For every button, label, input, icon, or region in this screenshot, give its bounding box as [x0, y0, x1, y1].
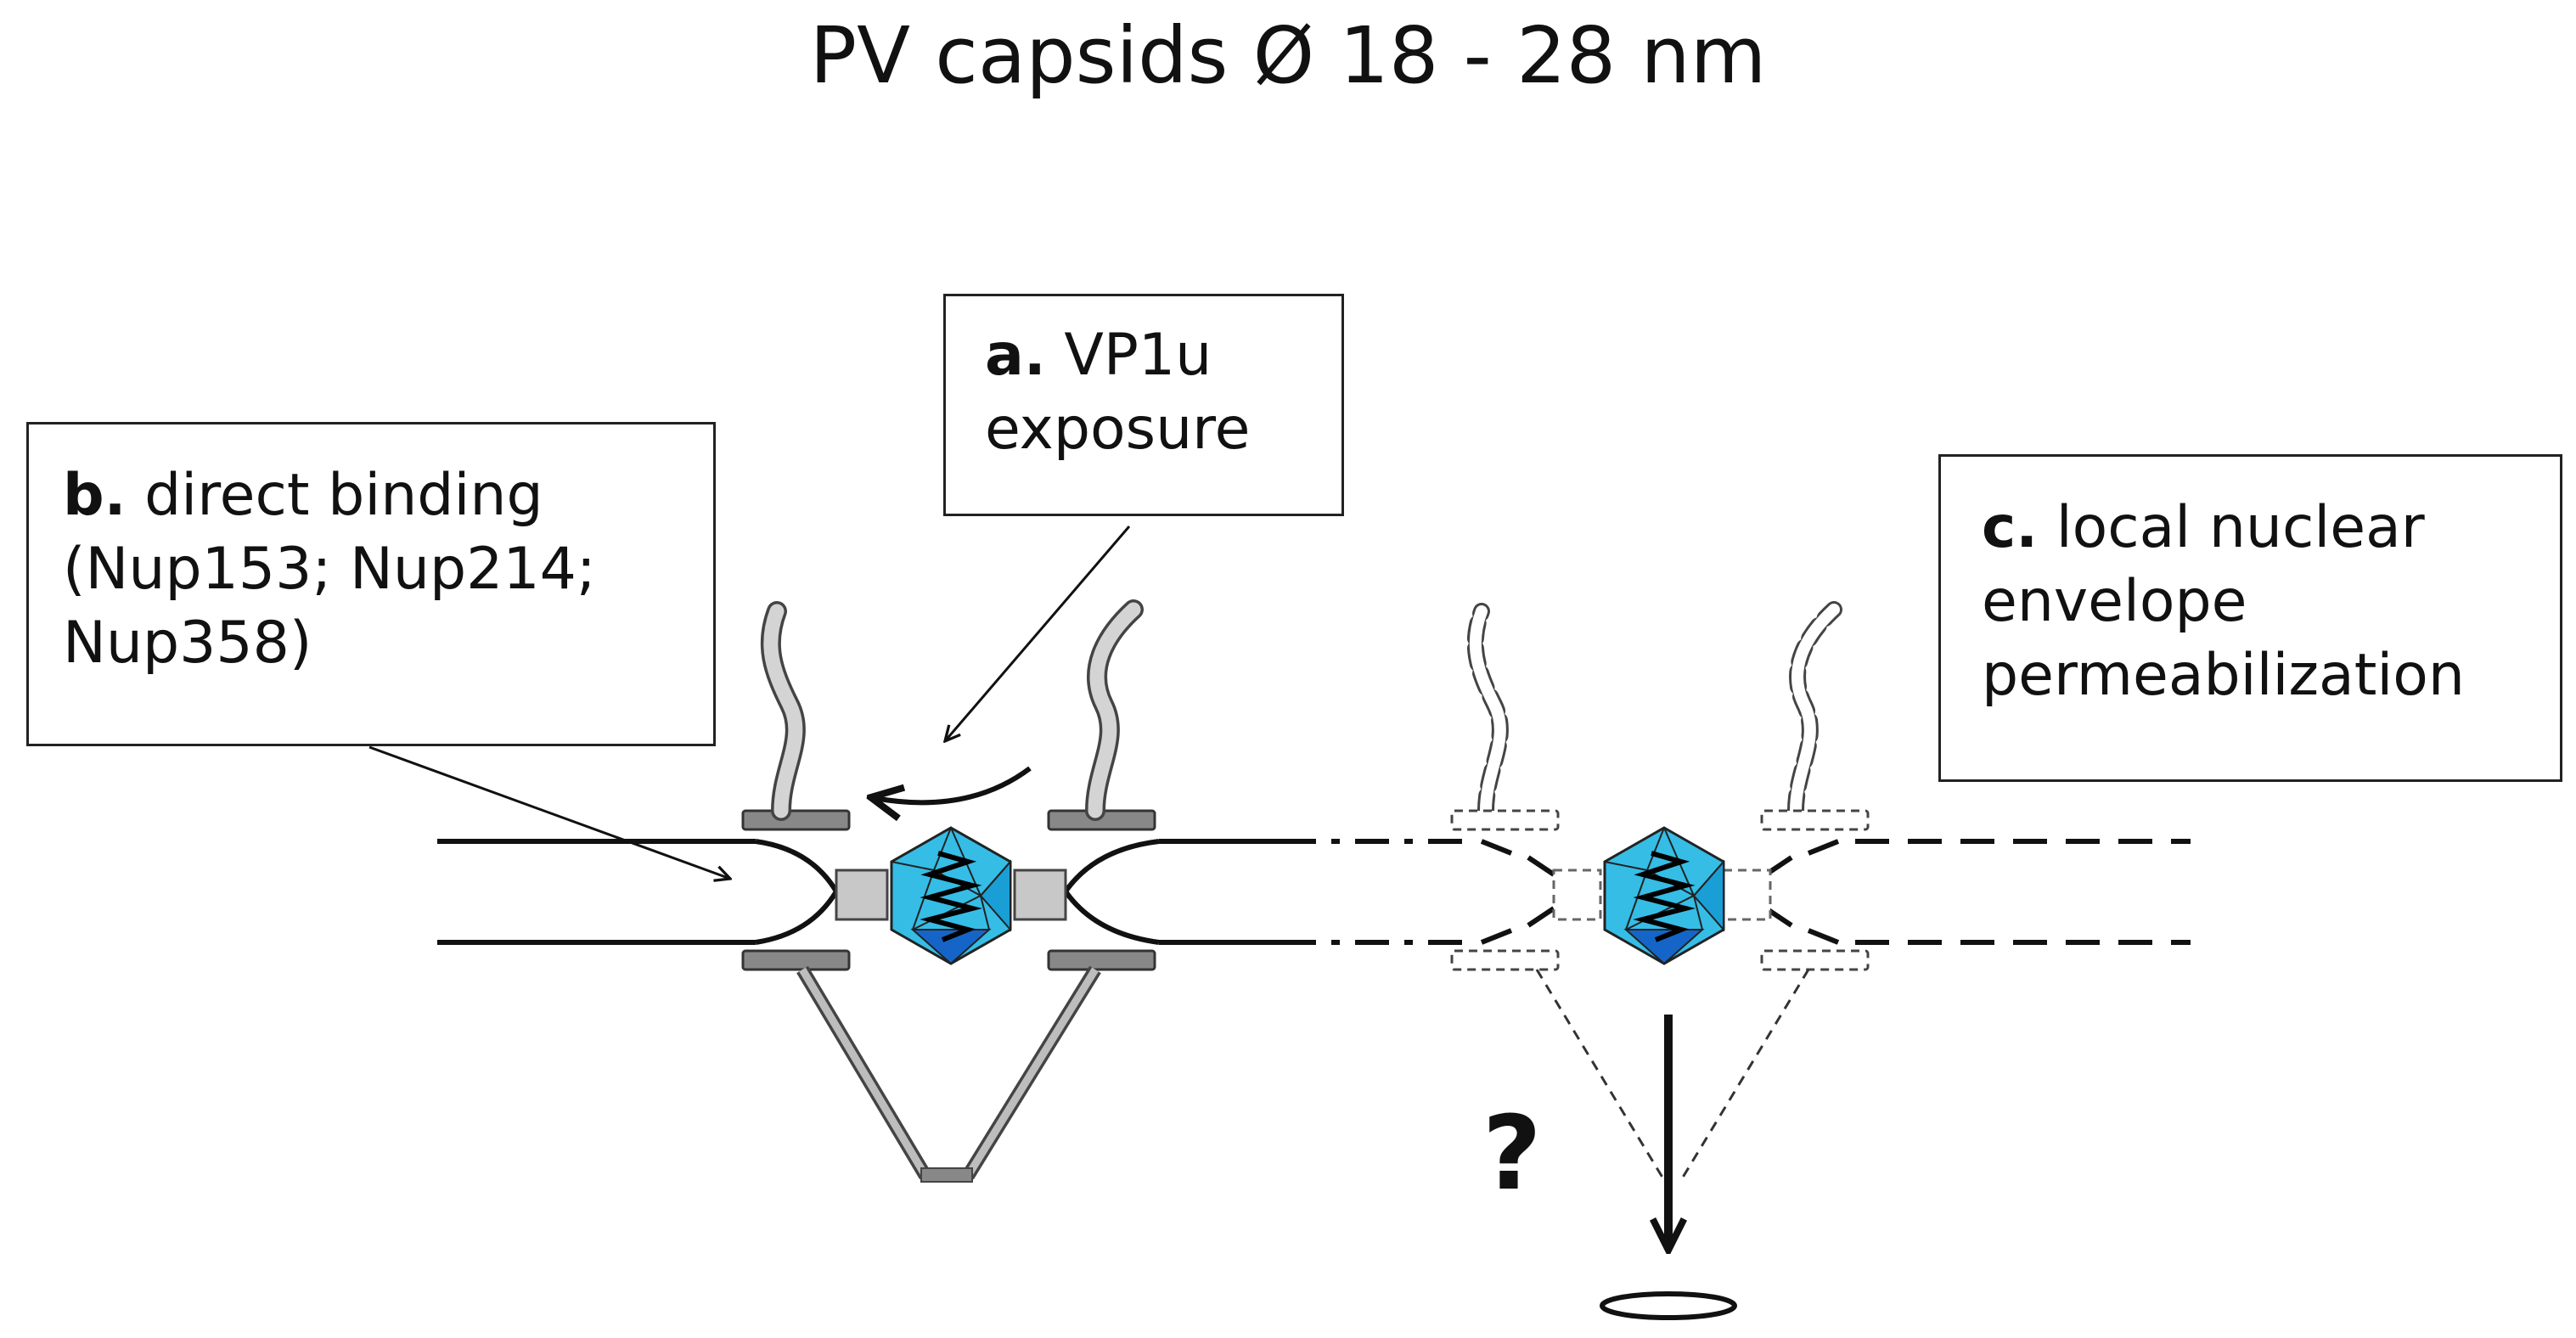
cyto-ring-left — [741, 809, 851, 831]
label-b-line3: Nup358) — [63, 610, 312, 677]
capsid-right — [1603, 826, 1725, 965]
label-c-line1: c. local nuclear — [1982, 491, 2560, 565]
central-channel-left — [835, 869, 889, 921]
nuclear-pore-complex-intact — [437, 599, 1282, 1183]
capsid-left-genome — [920, 851, 982, 942]
label-box-b: b. direct binding (Nup153; Nup214; Nup35… — [26, 422, 716, 746]
label-b-text1: direct binding — [126, 462, 543, 529]
basket-ring — [920, 1167, 973, 1183]
arrow-a — [945, 526, 1131, 741]
nuclear-ring-left — [741, 949, 851, 971]
basket-strand-left-fill — [799, 967, 929, 1178]
membrane-transition — [1282, 839, 1465, 945]
nuclear-ring-right — [1047, 949, 1156, 971]
label-b-line1: b. direct binding — [63, 458, 713, 532]
nuclear-target-ellipse — [1600, 1291, 1737, 1320]
capsid-left — [890, 826, 1012, 965]
label-a-letter: a. — [985, 322, 1046, 389]
dashed-basket-left — [1535, 969, 1666, 1181]
label-b-letter: b. — [63, 462, 127, 529]
label-c-text1: local nuclear — [2038, 494, 2425, 561]
diagram-title: PV capsids Ø 18 - 28 nm — [809, 10, 1767, 101]
label-box-c: c. local nuclear envelope permeabilizati… — [1938, 454, 2562, 782]
dashed-basket-right — [1679, 969, 1810, 1181]
arrow-b — [368, 745, 730, 879]
capsid-right-genome — [1633, 851, 1696, 942]
label-a-line1: a. VP1u — [985, 318, 1341, 392]
pore-curve-left — [755, 839, 840, 945]
pore-curve-right — [1062, 839, 1160, 945]
dashed-nuclear-ring-left — [1450, 949, 1560, 971]
label-a-text1: VP1u — [1045, 322, 1212, 389]
label-c-line2: envelope — [1982, 568, 2247, 636]
arrow-a-curved — [875, 766, 1032, 802]
dashed-cyto-ring-right — [1760, 809, 1870, 831]
dashed-cyto-ring-left — [1450, 809, 1560, 831]
nuclear-pore-complex-disrupted — [1450, 601, 2191, 1181]
label-c-letter: c. — [1982, 494, 2039, 561]
basket-strand-right-fill — [965, 967, 1099, 1178]
label-c-line3: permeabilization — [1982, 642, 2465, 710]
central-channel-right — [1013, 869, 1067, 921]
label-b-line2: (Nup153; Nup214; — [63, 536, 596, 604]
fibril-left-fill — [763, 604, 803, 818]
dashed-nuclear-ring-right — [1760, 949, 1870, 971]
fibril-right-fill — [1088, 602, 1141, 818]
label-a-line2: exposure — [985, 396, 1251, 464]
question-mark: ? — [1482, 1095, 1542, 1213]
label-box-a: a. VP1u exposure — [943, 294, 1344, 516]
